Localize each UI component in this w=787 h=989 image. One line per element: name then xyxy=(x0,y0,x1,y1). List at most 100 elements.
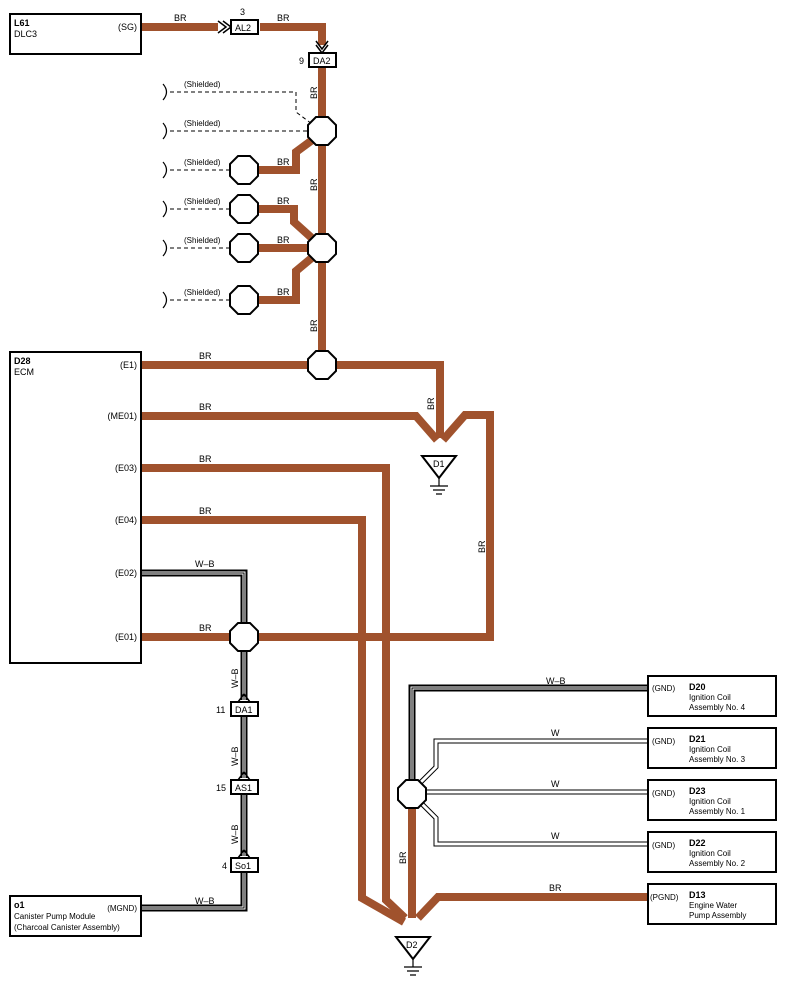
wire-color-labels: BR BR BR BR BR BR BR BR BR BR BR BR BR B… xyxy=(174,13,566,906)
splice-shield-a xyxy=(307,116,337,146)
wire-color-label: BR xyxy=(199,454,212,464)
pin-label: (E1) xyxy=(120,360,137,370)
connector-da2: DA2 9 xyxy=(299,52,337,68)
wire-e1-d1 xyxy=(336,361,444,438)
shielded-label: (Shielded) xyxy=(184,158,221,167)
component-name-line1: Ignition Coil xyxy=(689,693,731,702)
component-code: D23 xyxy=(689,786,706,796)
wire-color-label: W xyxy=(551,728,560,738)
wire-al2-da2 xyxy=(260,23,326,45)
shield-drain-3 xyxy=(229,155,259,185)
connector-al2: AL2 3 xyxy=(230,7,259,35)
splice-ignition xyxy=(397,779,427,809)
shielded-label: (Shielded) xyxy=(184,236,221,245)
pin-label: (E02) xyxy=(115,568,137,578)
component-l61: L61 DLC3 (SG) xyxy=(9,13,142,55)
component-name-line1: Canister Pump Module xyxy=(14,912,96,921)
shielded-label: (Shielded) xyxy=(184,197,221,206)
wire-color-label: BR xyxy=(398,851,408,864)
shield-drain-5 xyxy=(229,233,259,263)
wire-color-label: BR xyxy=(426,397,436,410)
shielded-label: (Shielded) xyxy=(184,119,221,128)
component-code: D28 xyxy=(14,356,31,366)
wire-color-label: BR xyxy=(199,623,212,633)
br-wires xyxy=(141,23,648,926)
connector-label: DA2 xyxy=(313,56,331,66)
connector-label: So1 xyxy=(235,861,251,871)
connector-as1: AS1 15 xyxy=(216,779,259,795)
shield-lines xyxy=(162,83,313,309)
pin-label: (ME01) xyxy=(107,411,137,421)
component-name-line2: (Charcoal Canister Assembly) xyxy=(14,923,120,932)
pin-label: (E04) xyxy=(115,515,137,525)
splice-e01 xyxy=(229,622,259,652)
connector-pin: 11 xyxy=(216,705,225,715)
wire-d13 xyxy=(415,893,648,921)
ground-d1: D1 xyxy=(419,455,459,495)
wire-color-label: W–B xyxy=(230,824,240,844)
splice-points xyxy=(229,116,427,809)
pin-label: (GND) xyxy=(652,684,675,693)
component-d20: (GND) D20 Ignition Coil Assembly No. 4 xyxy=(647,675,777,717)
component-code: L61 xyxy=(14,18,30,28)
wire-color-label: W–B xyxy=(195,896,215,906)
wire-color-label: BR xyxy=(277,235,290,245)
wire-color-label: BR xyxy=(199,351,212,361)
component-code: o1 xyxy=(14,900,25,910)
wire-color-label: W xyxy=(551,779,560,789)
pin-label: (GND) xyxy=(652,737,675,746)
connector-label: AL2 xyxy=(235,23,251,33)
component-name-line2: Assembly No. 3 xyxy=(689,755,746,764)
wire-color-label: W–B xyxy=(230,746,240,766)
wire-shield-6 xyxy=(258,252,317,304)
pin-label: (MGND) xyxy=(107,904,137,913)
wire-color-label: BR xyxy=(277,157,290,167)
component-name-line1: Ignition Coil xyxy=(689,849,731,858)
wb-wires xyxy=(141,569,648,912)
wire-e04 xyxy=(141,516,406,926)
wire-d1-e01 xyxy=(258,411,494,641)
wire-color-label: BR xyxy=(277,196,290,206)
w-wires xyxy=(418,738,648,847)
component-name-line1: Ignition Coil xyxy=(689,797,731,806)
component-code: D21 xyxy=(689,734,706,744)
component-name-line1: Engine Water xyxy=(689,901,738,910)
pin-label: (GND) xyxy=(652,789,675,798)
pin-label: (E01) xyxy=(115,632,137,642)
wire-color-label: BR xyxy=(309,86,319,99)
wire-color-label: BR xyxy=(174,13,187,23)
pin-label: (SG) xyxy=(118,22,137,32)
shield-drain-4 xyxy=(229,194,259,224)
splice-shield-b xyxy=(307,233,337,263)
shielded-labels: (Shielded) (Shielded) (Shielded) (Shield… xyxy=(184,80,221,297)
wire-e03 xyxy=(141,464,408,921)
arrow-marks xyxy=(217,20,329,859)
wire-shield-4 xyxy=(258,205,317,243)
wire-color-label: BR xyxy=(277,13,290,23)
wire-color-label: BR xyxy=(199,506,212,516)
connector-pin: 4 xyxy=(222,861,227,871)
wire-color-label: BR xyxy=(309,319,319,332)
connector-pin: 9 xyxy=(299,56,304,66)
wire-shield-3 xyxy=(258,134,318,174)
shield-drain-6 xyxy=(229,285,259,315)
wire-color-label: W–B xyxy=(230,668,240,688)
wire-color-label: BR xyxy=(477,540,487,553)
component-d28-ecm: D28 ECM (E1) (ME01) (E03) (E04) (E02) (E… xyxy=(9,351,142,664)
pin-label: (E03) xyxy=(115,463,137,473)
wire-color-label: W–B xyxy=(195,559,215,569)
component-code: D20 xyxy=(689,682,706,692)
component-name-line2: Assembly No. 4 xyxy=(689,703,746,712)
connector-da1: DA1 11 xyxy=(216,701,259,717)
component-code: D13 xyxy=(689,890,706,900)
wire-color-label: BR xyxy=(277,287,290,297)
shielded-label: (Shielded) xyxy=(184,288,221,297)
connector-pin: 15 xyxy=(216,783,226,793)
ground-label: D1 xyxy=(433,459,445,469)
wire-color-label: BR xyxy=(309,178,319,191)
component-name: DLC3 xyxy=(14,29,37,39)
component-o1: o1 Canister Pump Module (Charcoal Canist… xyxy=(9,895,142,937)
component-d23: (GND) D23 Ignition Coil Assembly No. 1 xyxy=(647,779,777,821)
wire-me01 xyxy=(141,412,441,443)
